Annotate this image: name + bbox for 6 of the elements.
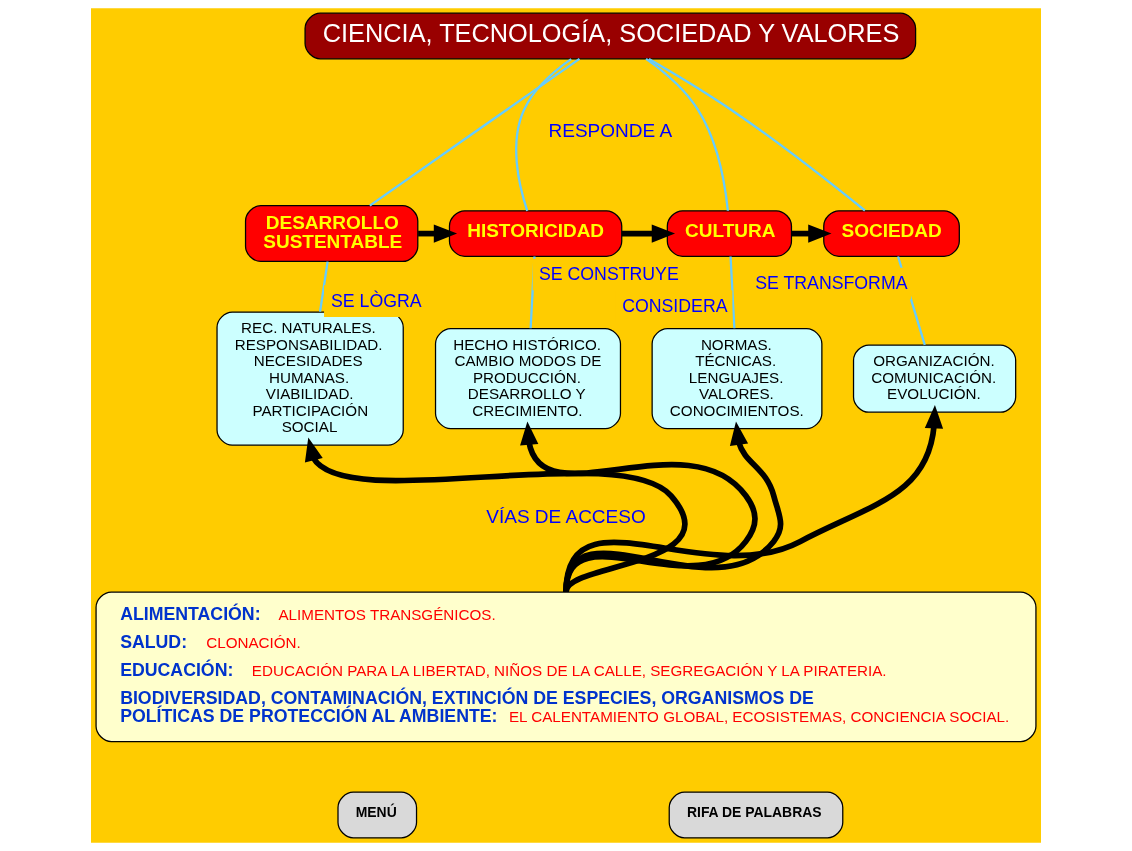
- edge-label: CONSIDERA: [622, 295, 728, 316]
- edge-label: SE LÒGRA: [331, 290, 422, 311]
- label: VÍAS DE ACCESO: [486, 506, 646, 528]
- edge-label: SE TRANSFORMA: [755, 272, 908, 293]
- label: RESPONDE A: [548, 119, 673, 141]
- edge-label: SE CONSTRUYE: [538, 263, 679, 284]
